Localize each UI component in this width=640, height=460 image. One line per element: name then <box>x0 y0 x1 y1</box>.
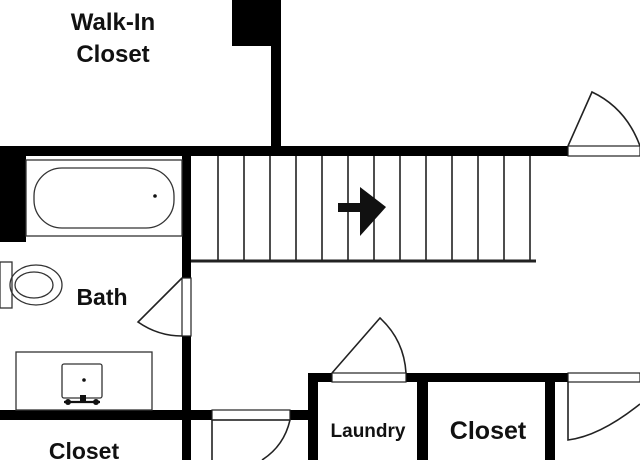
toilet-bowl <box>9 264 63 306</box>
walk-in-closet-label-line2: Closet <box>76 41 149 68</box>
sink-drain <box>82 378 86 382</box>
hall-door <box>212 419 292 460</box>
hall-door-opening <box>211 409 291 421</box>
closet-bottom-mid-label: Closet <box>450 417 527 445</box>
bath-right-wall-upper <box>182 146 191 278</box>
upper-right-door <box>567 90 640 147</box>
right-door-opening <box>567 372 640 383</box>
laundry-door-opening <box>331 372 407 383</box>
bathtub-drain <box>153 194 157 198</box>
laundry-top-wall-right <box>406 373 568 382</box>
toilet-tank <box>0 261 13 309</box>
laundry-door <box>331 316 407 374</box>
laundry-left-wall <box>308 373 318 460</box>
faucet-icon <box>64 395 100 405</box>
door-openings <box>181 145 640 421</box>
staircase <box>191 156 536 263</box>
laundry-label: Laundry <box>331 421 406 442</box>
laundry-top-wall-left <box>308 373 332 382</box>
walls <box>0 0 568 460</box>
right-door <box>567 382 640 441</box>
bath-label: Bath <box>76 284 127 310</box>
bath-door <box>136 277 183 337</box>
arrow-right-icon <box>338 187 386 236</box>
left-wall-block <box>0 146 26 242</box>
walk-in-closet-label-line1: Walk-In <box>71 9 155 36</box>
vanity-counter <box>15 351 153 411</box>
bathtub-inner <box>33 167 175 229</box>
upper-horizontal-wall <box>0 146 568 156</box>
walk-in-closet-wall <box>271 0 281 150</box>
upper-right-door-opening <box>567 145 640 157</box>
bath-bottom-wall <box>0 410 212 420</box>
bathroom-fixtures <box>0 159 183 411</box>
door-swings <box>136 90 640 460</box>
hall-bottom-wall <box>290 410 318 420</box>
closet-right-wall <box>545 373 555 460</box>
toilet-seat <box>14 271 54 299</box>
laundry-closet-divider <box>417 373 428 460</box>
closet-bottom-left-label: Closet <box>49 438 120 460</box>
bath-door-opening <box>181 277 192 337</box>
bathtub-outer <box>25 159 183 237</box>
bath-right-wall-lower <box>182 336 191 460</box>
